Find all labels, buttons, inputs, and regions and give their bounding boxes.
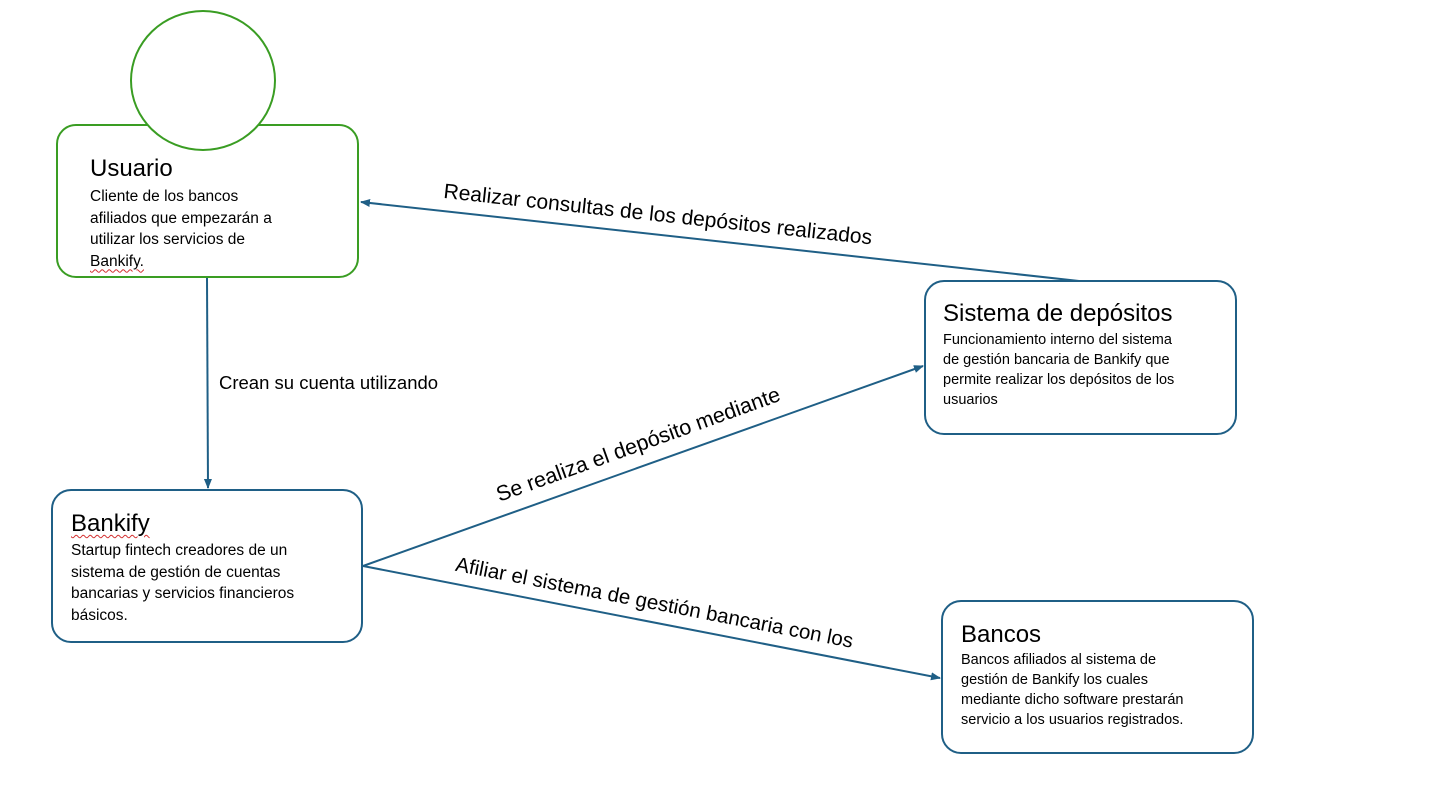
description-line: básicos. [71, 606, 128, 624]
node-usuario-description: Cliente de los bancos afiliados que empe… [90, 186, 350, 272]
description-line: servicio a los usuarios registrados. [961, 712, 1184, 728]
description-line: Startup fintech creadores de un [71, 542, 288, 559]
edge-bankify-to-sistema [362, 365, 924, 567]
node-sistema-title: Sistema de depósitos [943, 300, 1173, 327]
edge-bankify-to-bancos [362, 565, 941, 681]
description-line: mediante dicho software prestarán [961, 692, 1184, 708]
description-line: Bancos afiliados al sistema de [961, 652, 1157, 668]
description-line: bancarias y servicios financieros [71, 585, 295, 602]
node-bancos-title: Bancos [961, 621, 1042, 648]
node-bancos-description: Bancos afiliados al sistema de gestión d… [961, 650, 1251, 730]
description-line: Cliente de los bancos [90, 188, 239, 205]
node-sistema-depositos[interactable]: Sistema de depósitos Funcionamiento inte… [924, 280, 1237, 435]
description-line: permite realizar los depósitos de los [943, 372, 1175, 388]
description-line: usuarios [943, 392, 998, 408]
node-bankify-title: Bankify [71, 510, 150, 537]
node-bancos[interactable]: Bancos Bancos afiliados al sistema de ge… [941, 600, 1254, 754]
user-actor-circle-icon [130, 10, 276, 151]
node-bankify[interactable]: Bankify Startup fintech creadores de un … [51, 489, 363, 643]
node-bankify-description: Startup fintech creadores de un sistema … [71, 540, 356, 626]
node-usuario-title: Usuario [90, 155, 173, 182]
description-line: afiliados que empezarán a [90, 209, 272, 227]
description-line: Bankify. [90, 252, 144, 270]
description-line: gestión de Bankify los cuales [961, 672, 1148, 688]
node-sistema-description: Funcionamiento interno del sistema de ge… [943, 330, 1233, 410]
edge-sistema-to-usuario [360, 199, 1080, 282]
description-line: Funcionamiento interno del sistema [943, 332, 1172, 348]
edge-label-crean-cuenta: Crean su cuenta utilizando [219, 372, 439, 393]
description-line: de gestión bancaria de Bankify que [943, 352, 1170, 368]
description-line: utilizar los servicios de [90, 231, 246, 248]
edge-usuario-to-bankify [203, 277, 212, 489]
description-line: sistema de gestión de cuentas [71, 563, 281, 581]
